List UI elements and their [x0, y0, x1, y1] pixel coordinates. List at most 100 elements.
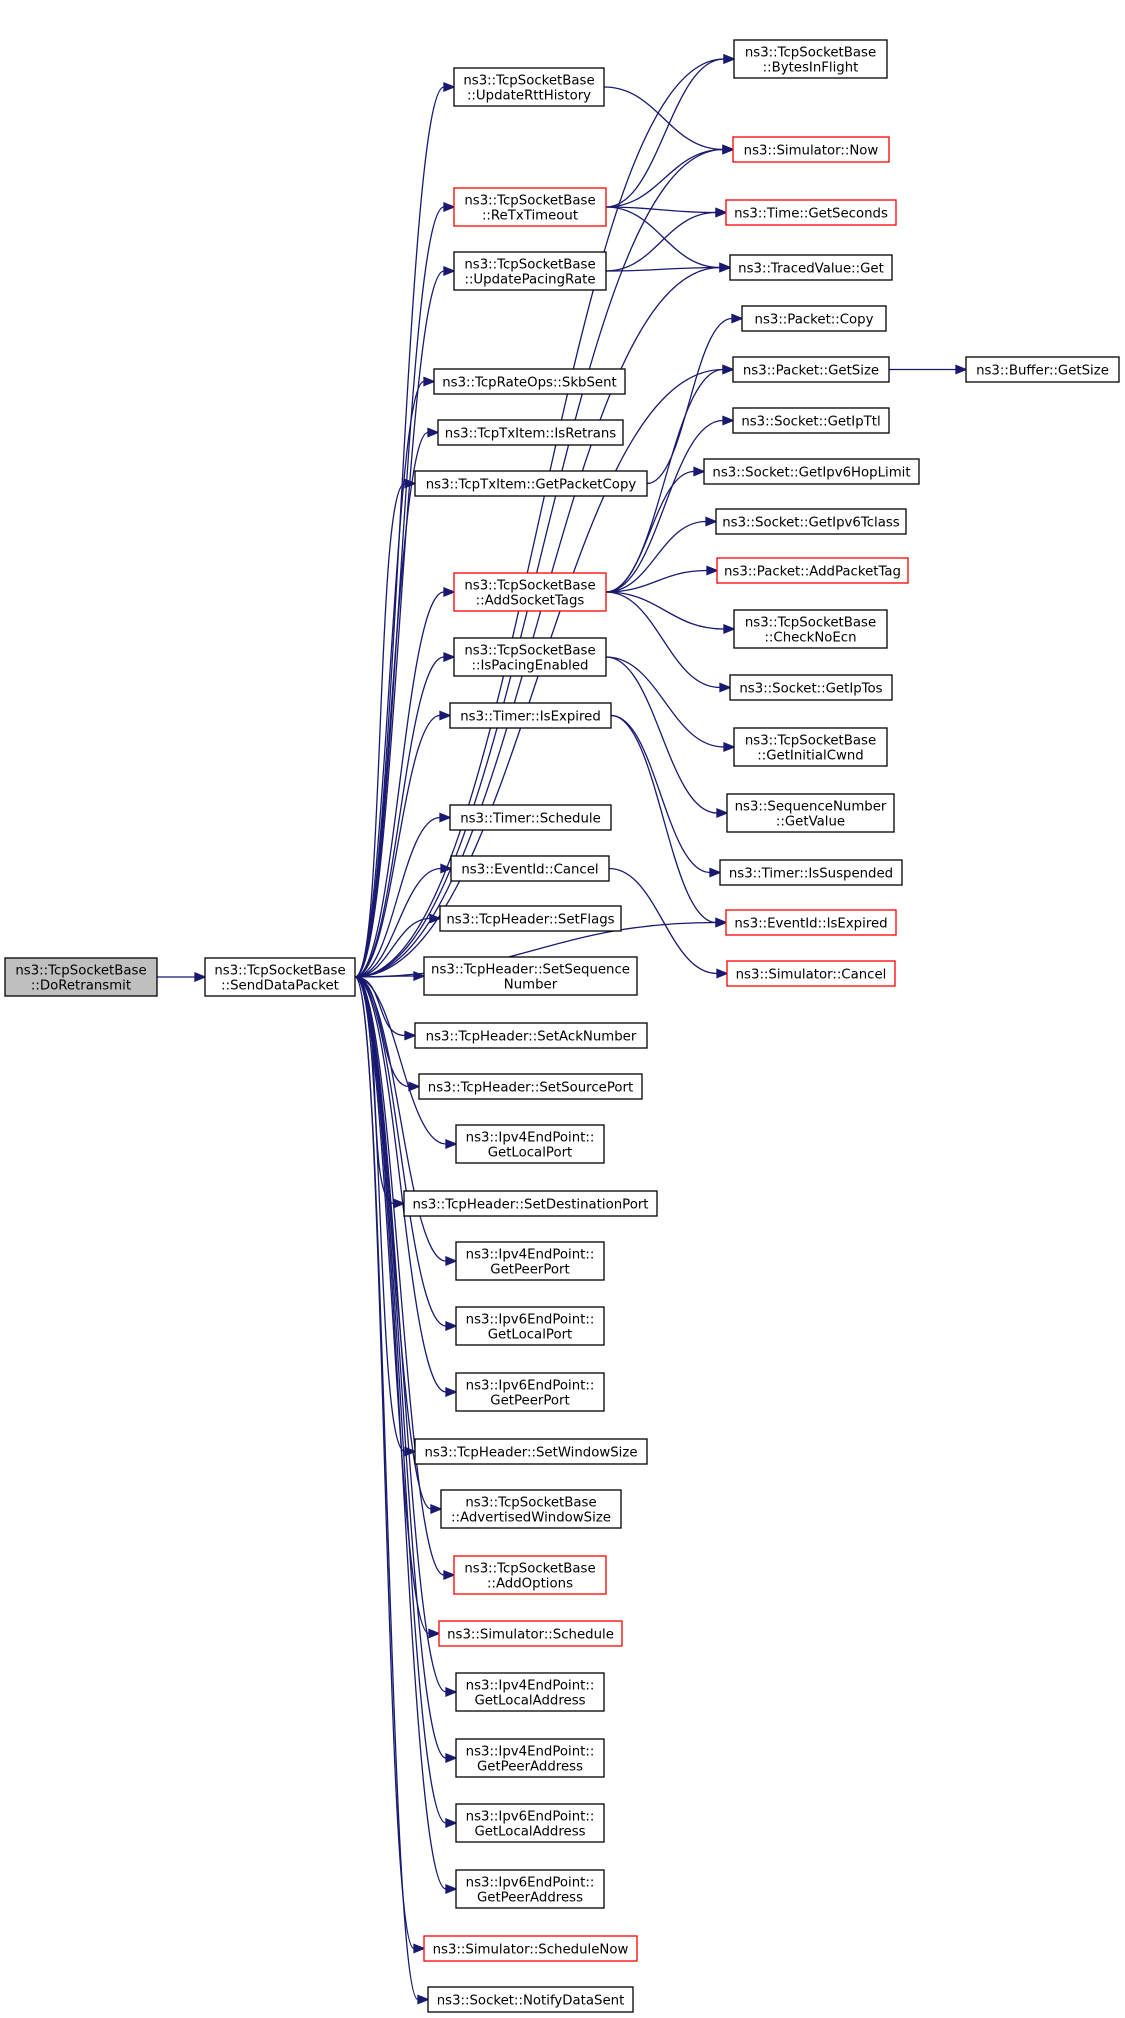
node-ipv6getlocaladdr[interactable]: ns3::Ipv6EndPoint::GetLocalAddress: [455, 1803, 605, 1843]
node-box: [703, 458, 920, 485]
node-simnow[interactable]: ns3::Simulator::Now: [732, 136, 890, 163]
edge-send-to-ipv4getpeeraddr: [354, 976, 458, 1763]
edge-send-to-ipv6getpeeraddr: [354, 976, 458, 1894]
node-timerissuspended[interactable]: ns3::Timer::IsSuspended: [719, 859, 903, 886]
node-box: [715, 508, 907, 535]
node-label: ns3::TracedValue::Get: [738, 262, 884, 277]
node-label: GetLocalPort: [488, 1328, 573, 1343]
node-setwindowsize[interactable]: ns3::TcpHeader::SetWindowSize: [414, 1438, 648, 1465]
node-ipv4getlocaladdr[interactable]: ns3::Ipv4EndPoint::GetLocalAddress: [455, 1672, 605, 1712]
node-getipv6hoplimit[interactable]: ns3::Socket::GetIpv6HopLimit: [703, 458, 920, 485]
node-box: [423, 956, 638, 996]
node-addoptions[interactable]: ns3::TcpSocketBase::AddOptions: [453, 1555, 607, 1595]
node-send[interactable]: ns3::TcpSocketBase::SendDataPacket: [204, 957, 356, 997]
node-setflags[interactable]: ns3::TcpHeader::SetFlags: [439, 905, 622, 932]
node-box: [729, 254, 893, 281]
node-checknoecn[interactable]: ns3::TcpSocketBase::CheckNoEcn: [733, 609, 888, 649]
node-simschedulenow[interactable]: ns3::Simulator::ScheduleNow: [423, 1935, 638, 1962]
node-simcancel[interactable]: ns3::Simulator::Cancel: [726, 960, 896, 987]
node-box: [449, 804, 612, 831]
node-updatepacing[interactable]: ns3::TcpSocketBase::UpdatePacingRate: [453, 251, 607, 291]
node-box: [733, 727, 888, 767]
edge-retxtimeout-to-tracedget: [605, 206, 732, 273]
node-box: [414, 1022, 648, 1049]
node-label: ns3::TcpSocketBase: [745, 734, 876, 749]
node-retxtimeout[interactable]: ns3::TcpSocketBase::ReTxTimeout: [453, 187, 607, 227]
node-eventisexpired[interactable]: ns3::EventId::IsExpired: [725, 909, 897, 936]
node-setdestport[interactable]: ns3::TcpHeader::SetDestinationPort: [403, 1190, 658, 1217]
node-ipv4getpeeraddr[interactable]: ns3::Ipv4EndPoint::GetPeerAddress: [455, 1738, 605, 1778]
node-ispacingenabled[interactable]: ns3::TcpSocketBase::IsPacingEnabled: [453, 637, 607, 677]
node-box: [455, 1738, 605, 1778]
node-getinitialcwnd[interactable]: ns3::TcpSocketBase::GetInitialCwnd: [733, 727, 888, 767]
node-getseconds[interactable]: ns3::Time::GetSeconds: [725, 199, 897, 226]
node-addpackettag[interactable]: ns3::Packet::AddPacketTag: [716, 557, 909, 584]
node-label: ns3::TcpHeader::SetFlags: [446, 913, 614, 928]
node-label: ns3::Ipv6EndPoint::: [466, 1876, 595, 1891]
node-box: [437, 419, 624, 446]
node-getiptos[interactable]: ns3::Socket::GetIpTos: [729, 674, 893, 701]
node-seqgetvalue[interactable]: ns3::SequenceNumber::GetValue: [726, 793, 895, 833]
edge-send-to-updatertt: [354, 82, 456, 978]
node-box: [438, 1620, 623, 1647]
node-label: ns3::Socket::NotifyDataSent: [437, 1994, 625, 2009]
edge-updatepacing-to-getseconds: [605, 207, 728, 272]
node-label: ::UpdatePacingRate: [464, 273, 595, 288]
edge-send-to-ispacingenabled: [354, 652, 456, 978]
node-packetgetsize[interactable]: ns3::Packet::GetSize: [732, 356, 890, 383]
node-label: ns3::Ipv4EndPoint::: [466, 1679, 595, 1694]
node-isretrans[interactable]: ns3::TcpTxItem::IsRetrans: [437, 419, 624, 446]
node-packetcopy[interactable]: ns3::Packet::Copy: [741, 305, 887, 332]
node-box: [418, 1073, 643, 1100]
node-box: [440, 1489, 622, 1529]
node-notifydatasent[interactable]: ns3::Socket::NotifyDataSent: [427, 1986, 634, 2013]
node-label: ::GetInitialCwnd: [757, 749, 863, 764]
node-timerschedule[interactable]: ns3::Timer::Schedule: [449, 804, 612, 831]
node-buffergetsize[interactable]: ns3::Buffer::GetSize: [965, 356, 1120, 383]
node-setacknumber[interactable]: ns3::TcpHeader::SetAckNumber: [414, 1022, 648, 1049]
node-bytesinflight[interactable]: ns3::TcpSocketBase::BytesInFlight: [733, 39, 888, 79]
edge-send-to-updatepacing: [354, 266, 456, 978]
node-box: [453, 572, 607, 612]
node-box: [455, 1672, 605, 1712]
node-box: [455, 1241, 605, 1281]
node-simschedule[interactable]: ns3::Simulator::Schedule: [438, 1620, 623, 1647]
node-advwindowsize[interactable]: ns3::TcpSocketBase::AdvertisedWindowSize: [440, 1489, 622, 1529]
node-label: ns3::Time::GetSeconds: [734, 207, 888, 222]
edge-send-to-setsequence: [354, 971, 426, 981]
node-tracedget[interactable]: ns3::TracedValue::Get: [729, 254, 893, 281]
node-label: ns3::TcpSocketBase: [15, 964, 146, 979]
node-ipv6getlocalport[interactable]: ns3::Ipv6EndPoint::GetLocalPort: [455, 1306, 605, 1346]
node-label: ns3::TcpSocketBase: [465, 1496, 596, 1511]
node-addsockettags[interactable]: ns3::TcpSocketBase::AddSocketTags: [453, 572, 607, 612]
node-label: ns3::TcpSocketBase: [214, 964, 345, 979]
node-skbsent[interactable]: ns3::TcpRateOps::SkbSent: [433, 368, 626, 395]
node-timerisexpired[interactable]: ns3::Timer::IsExpired: [449, 702, 612, 729]
node-getpacketcopy[interactable]: ns3::TcpTxItem::GetPacketCopy: [414, 470, 648, 497]
node-root[interactable]: ns3::TcpSocketBase::DoRetransmit: [4, 957, 158, 997]
edge-send-to-addoptions: [354, 976, 456, 1580]
node-getipttl[interactable]: ns3::Socket::GetIpTtl: [732, 407, 890, 434]
node-setsourceport[interactable]: ns3::TcpHeader::SetSourcePort: [418, 1073, 643, 1100]
node-ipv6getpeerport[interactable]: ns3::Ipv6EndPoint::GetPeerPort: [455, 1372, 605, 1412]
node-ipv6getpeeraddr[interactable]: ns3::Ipv6EndPoint::GetPeerAddress: [455, 1869, 605, 1909]
node-box: [729, 674, 893, 701]
node-updatertt[interactable]: ns3::TcpSocketBase::UpdateRttHistory: [453, 67, 605, 107]
node-label: ns3::TcpHeader::SetWindowSize: [424, 1446, 637, 1461]
node-getipv6tclass[interactable]: ns3::Socket::GetIpv6Tclass: [715, 508, 907, 535]
edge-eventcancel-to-simcancel: [608, 867, 729, 979]
node-box: [455, 1372, 605, 1412]
node-label: ns3::EventId::Cancel: [461, 863, 598, 878]
node-label: ns3::Simulator::Cancel: [736, 968, 887, 983]
node-box: [449, 702, 612, 729]
node-ipv4getpeerport[interactable]: ns3::Ipv4EndPoint::GetPeerPort: [455, 1241, 605, 1281]
node-box: [726, 793, 895, 833]
edge-send-to-ipv6getlocalport: [354, 976, 458, 1331]
node-label: ns3::EventId::IsExpired: [734, 917, 887, 932]
node-label: ns3::Timer::IsExpired: [460, 710, 601, 725]
node-label: ns3::Socket::GetIpv6HopLimit: [712, 466, 910, 481]
node-eventcancel[interactable]: ns3::EventId::Cancel: [450, 855, 610, 882]
node-ipv4getlocalport[interactable]: ns3::Ipv4EndPoint::GetLocalPort: [455, 1124, 605, 1164]
